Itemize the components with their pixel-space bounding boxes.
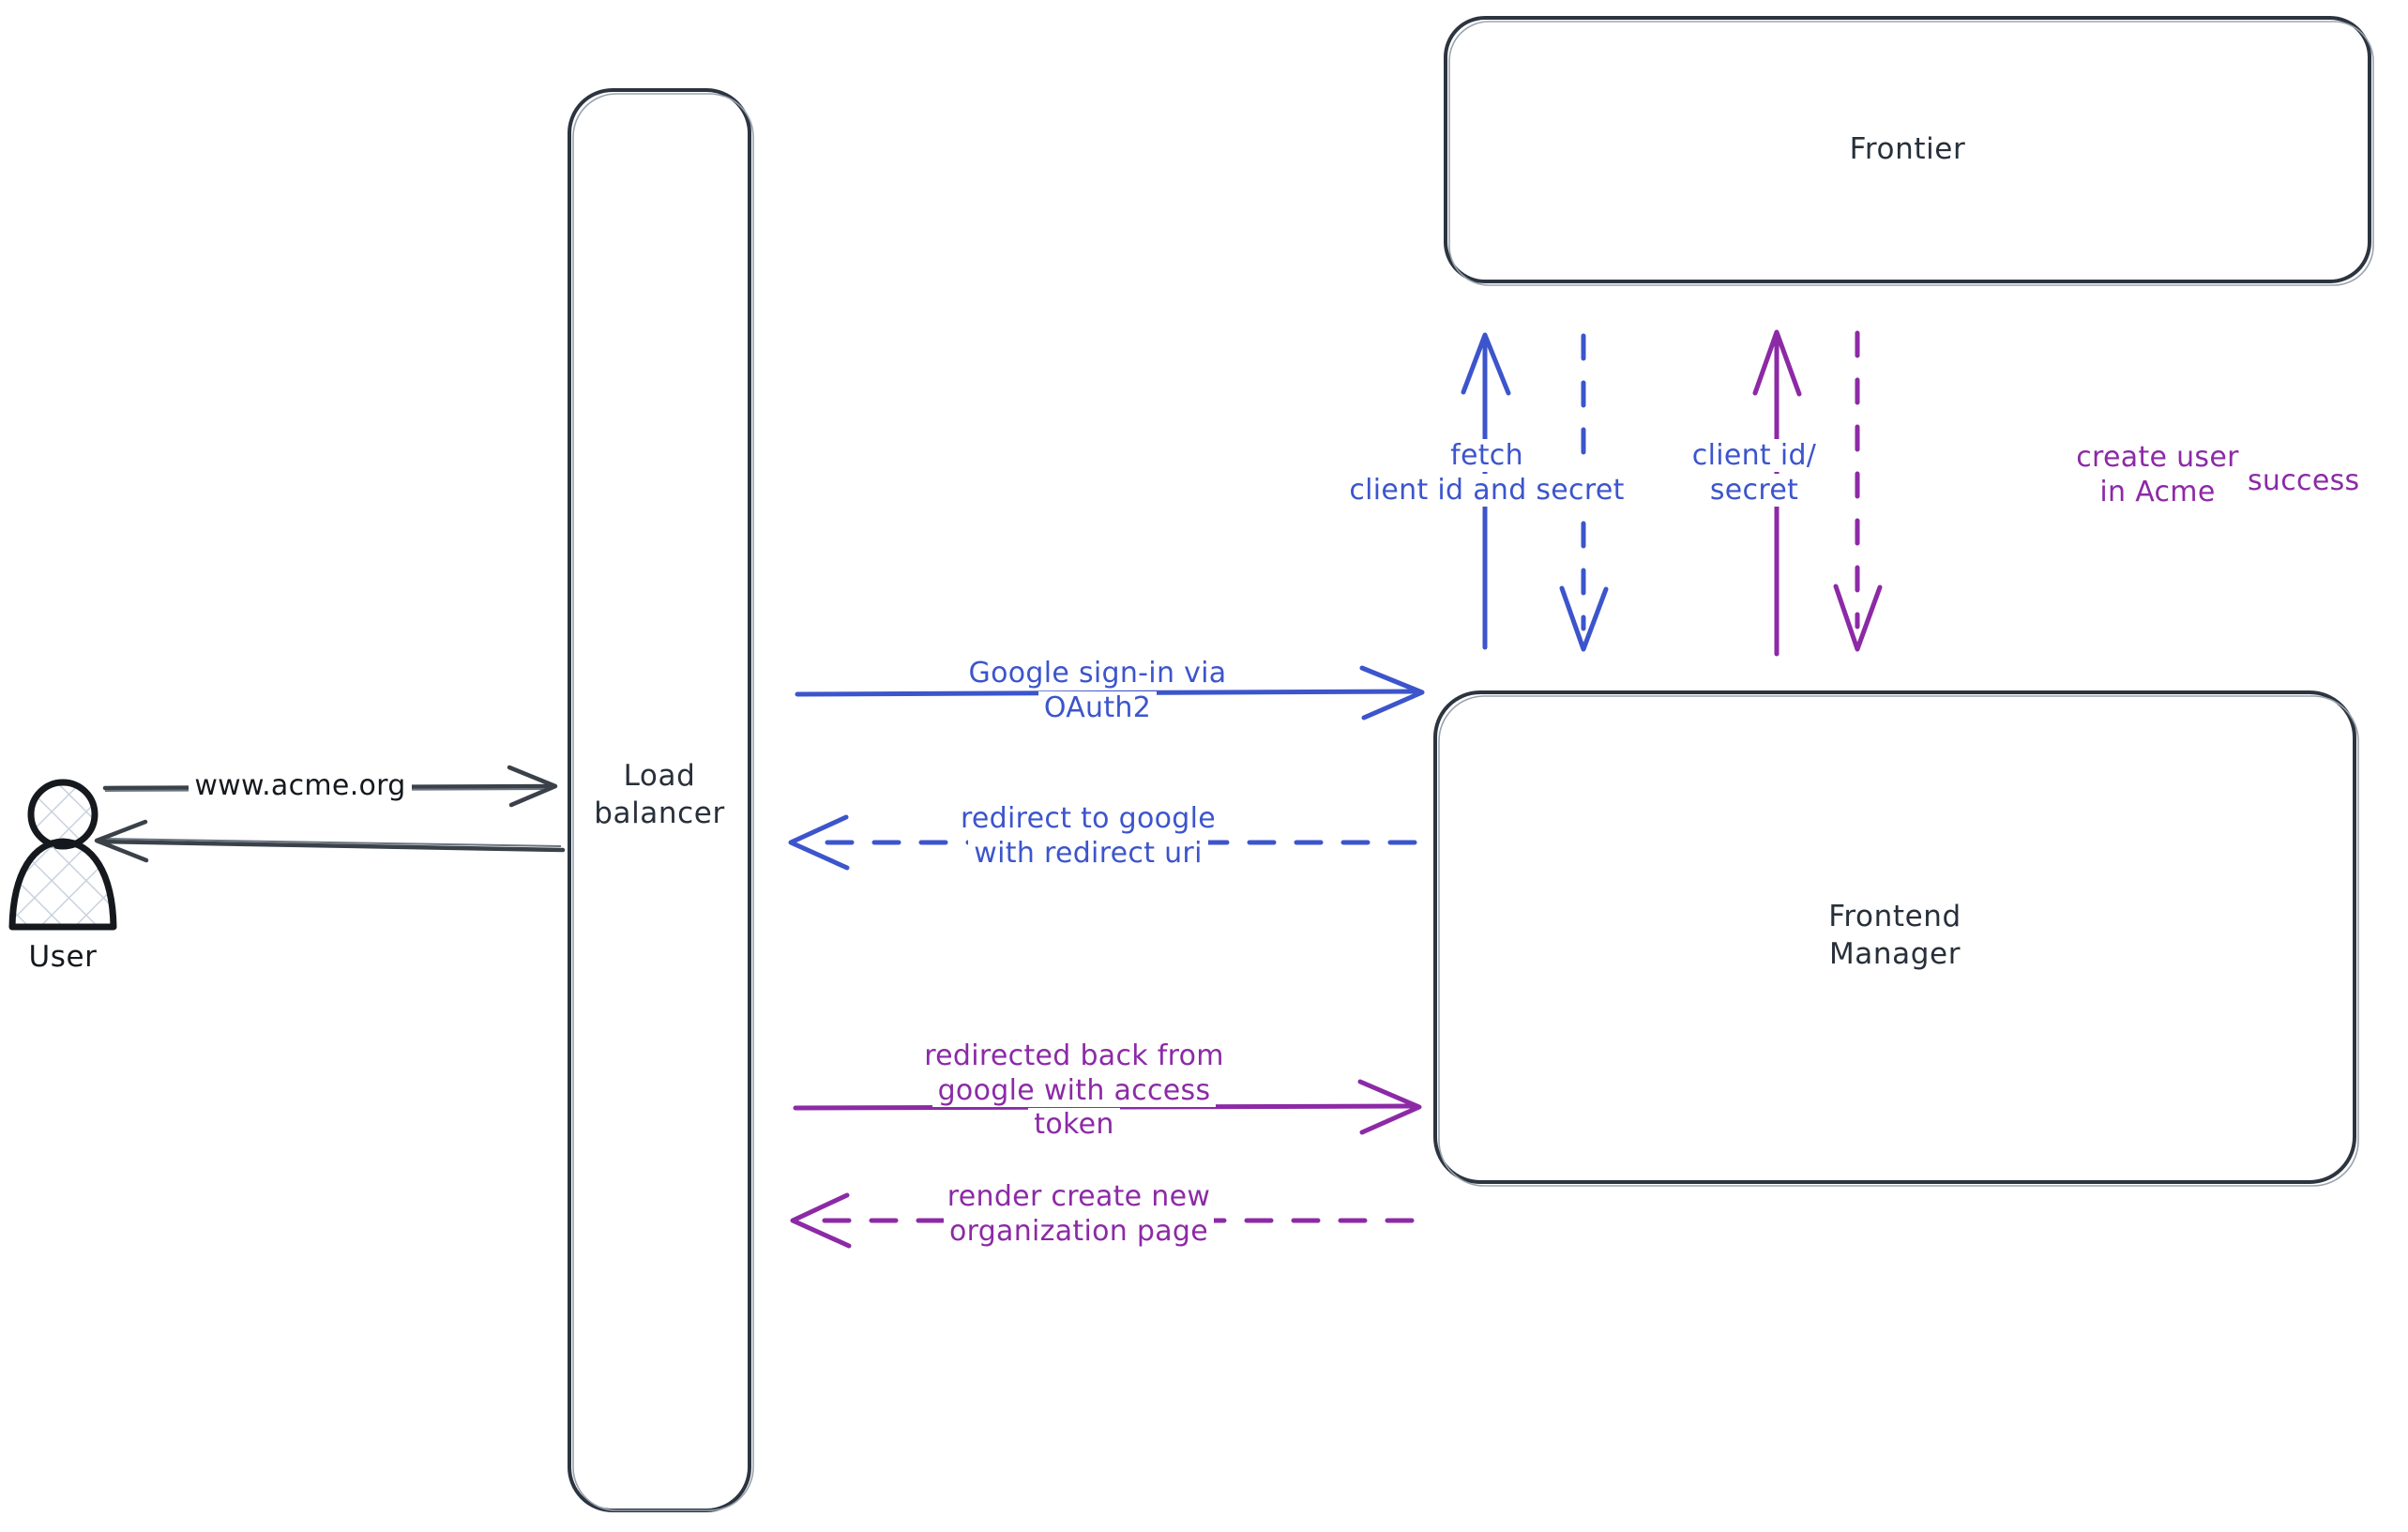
edge-fm-to-frontier-create bbox=[1752, 329, 1802, 657]
edge-user-to-lb bbox=[102, 765, 558, 808]
user-avatar-icon bbox=[8, 779, 117, 931]
edge-fm-to-frontier-fetch bbox=[1461, 332, 1511, 650]
edge-frontier-to-fm-success bbox=[1833, 330, 1883, 652]
edge-frontier-to-fm-creds bbox=[1559, 333, 1609, 652]
edge-lb-to-user bbox=[94, 819, 566, 863]
edge-lb-to-fm-signin bbox=[795, 665, 1425, 720]
node-frontier[interactable] bbox=[1444, 16, 2374, 286]
node-frontend-manager[interactable] bbox=[1433, 690, 2359, 1187]
node-load-balancer[interactable] bbox=[568, 88, 754, 1512]
edge-fm-to-lb-redirect bbox=[788, 814, 1417, 871]
edge-lb-to-fm-token bbox=[793, 1079, 1422, 1135]
edge-fm-to-lb-render bbox=[790, 1192, 1415, 1249]
